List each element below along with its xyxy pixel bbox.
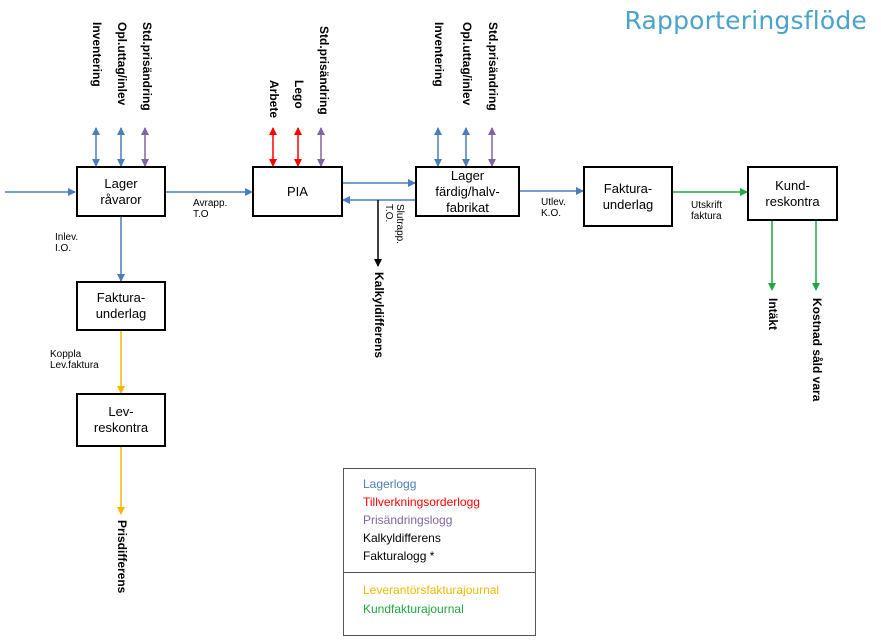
- label-avrapp: Avrapp. T.O: [193, 198, 228, 220]
- box-faktura-underlag-left: Faktura- underlag: [76, 281, 166, 331]
- box-pia: PIA: [252, 166, 343, 217]
- box-lev-reskontra: Lev- reskontra: [76, 393, 166, 447]
- label-lego: Lego: [292, 80, 306, 109]
- page-title: Rapporteringsflöde: [624, 6, 867, 35]
- label-prisandring-3: Std.prisändring: [486, 22, 500, 111]
- legend-lagerlogg: Lagerlogg: [363, 477, 417, 491]
- legend-leverantorsfakturajournal: Leverantörsfakturajournal: [363, 583, 500, 597]
- legend-prisandringslogg: Prisändringslogg: [363, 513, 453, 527]
- label-kostnad: Kostnad såld vara: [810, 298, 824, 402]
- label-inlev: Inlev. I.O.: [55, 232, 79, 254]
- label-utskrift: Utskrift faktura: [691, 200, 723, 222]
- legend-fakturalogg: Fakturalogg *: [363, 549, 435, 563]
- legend-kundfakturajournal: Kundfakturajournal: [363, 602, 464, 616]
- label-prisandring-pia: Std.prisändring: [317, 26, 331, 115]
- label-opluttag-1: Opl.uttag/inlev: [115, 22, 129, 106]
- label-slutrapp: Slutrapp. T.O.: [383, 204, 405, 245]
- box-lager-ravaror: Lager råvaror: [76, 166, 166, 217]
- box-kund-reskontra: Kund- reskontra: [747, 166, 838, 221]
- legend-kalkyldifferens: Kalkyldifferens: [363, 531, 441, 545]
- label-prisandring-1: Std.prisändring: [140, 22, 154, 111]
- label-utlev: Utlev. K.O.: [541, 197, 566, 219]
- legend-divider: [344, 572, 535, 573]
- label-inventering-1: Inventering: [90, 22, 104, 87]
- label-inventering-3: Inventering: [432, 22, 446, 87]
- label-koppla: Koppla Lev.faktura: [50, 349, 99, 371]
- label-opluttag-3: Opl.uttag/inlev: [460, 22, 474, 106]
- label-kalkyldifferens: Kalkyldifferens: [372, 272, 386, 359]
- label-arbete: Arbete: [267, 80, 281, 119]
- label-intakt: Intäkt: [766, 298, 780, 331]
- box-lager-fardig: Lager färdig/halv- fabrikat: [415, 166, 520, 217]
- box-faktura-underlag-top: Faktura- underlag: [583, 166, 673, 227]
- legend: Lagerlogg Tillverkningsorderlogg Prisänd…: [343, 468, 536, 636]
- legend-tillverkningsorderlogg: Tillverkningsorderlogg: [363, 495, 480, 509]
- label-prisdifferens: Prisdifferens: [115, 520, 129, 594]
